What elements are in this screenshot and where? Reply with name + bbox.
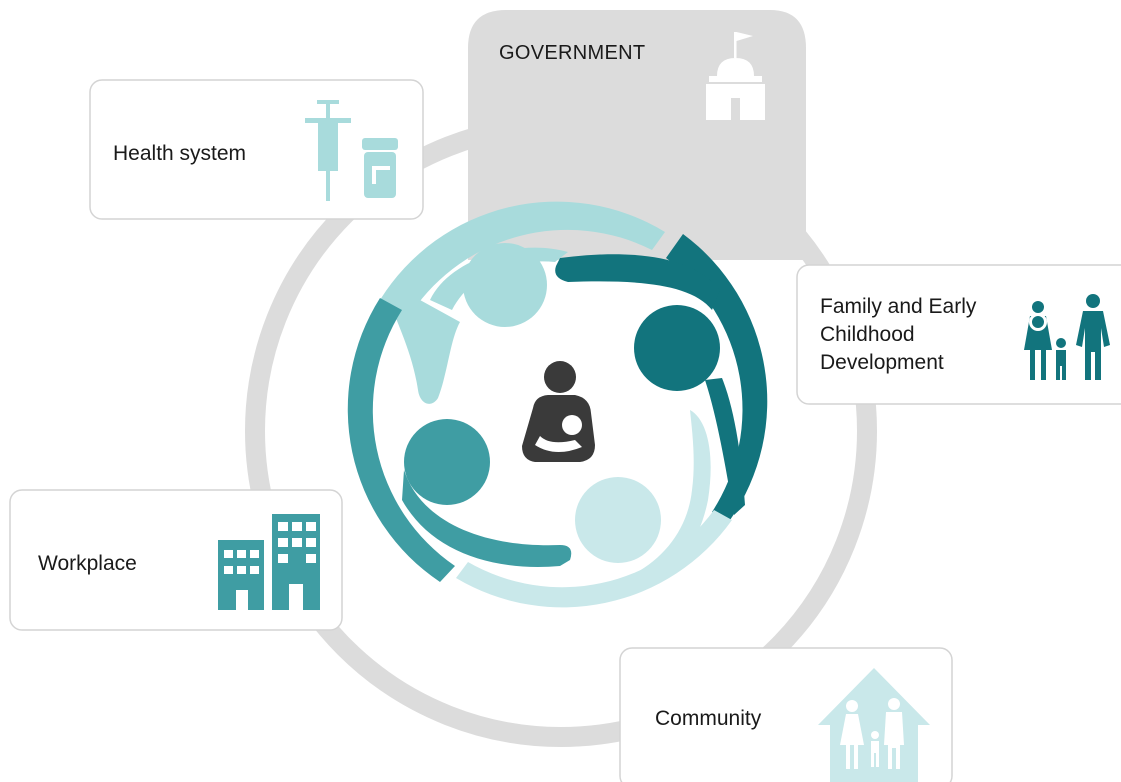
office-buildings-icon — [218, 514, 320, 610]
health-system-label: Health system — [113, 142, 246, 165]
community-segment — [456, 410, 732, 608]
workplace-segment — [347, 298, 572, 582]
workplace-card: Workplace — [9, 489, 343, 631]
family-card: Family and Early Childhood Development — [796, 264, 1121, 405]
capitol-building-icon — [706, 32, 765, 120]
government-label: GOVERNMENT — [499, 42, 645, 64]
health-system-card: Health system — [89, 79, 424, 220]
workplace-label: Workplace — [38, 552, 137, 575]
community-label: Community — [655, 707, 762, 730]
medicine-jar-icon — [362, 138, 398, 198]
family-segment — [555, 234, 768, 520]
outer-ring — [245, 115, 877, 747]
health-segment — [380, 201, 665, 404]
community-card: Community — [619, 647, 953, 782]
breastfeeding-mother-icon — [522, 361, 595, 462]
house-family-icon — [818, 668, 930, 782]
family-label-line-2: Childhood — [820, 323, 915, 346]
family-label-line-1: Family and Early — [820, 295, 977, 318]
syringe-icon — [305, 100, 351, 201]
center-swirl — [347, 201, 768, 608]
family-label-line-3: Development — [820, 351, 944, 374]
family-icon — [1024, 294, 1110, 380]
